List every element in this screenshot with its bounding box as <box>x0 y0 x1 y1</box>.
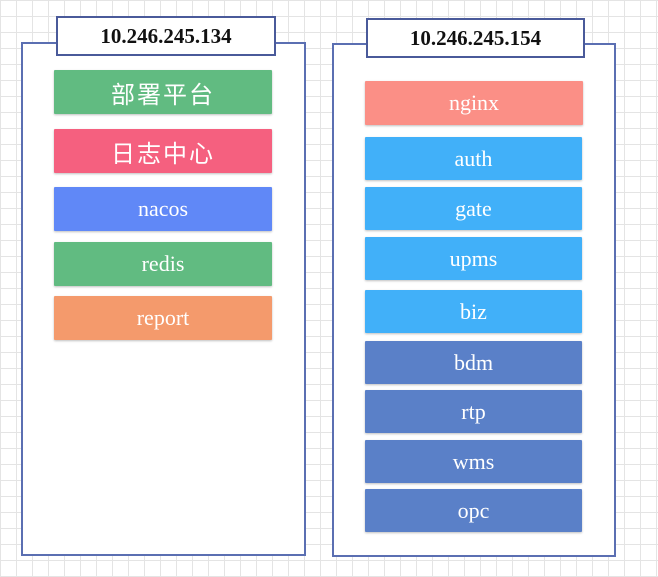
server-right-ip-label: 10.246.245.154 <box>366 18 585 58</box>
service-nacos: nacos <box>54 187 272 231</box>
service-opc: opc <box>365 489 582 532</box>
service-nginx: nginx <box>365 81 583 125</box>
server-left-ip-label: 10.246.245.134 <box>56 16 276 56</box>
service-upms: upms <box>365 237 582 280</box>
service-redis: redis <box>54 242 272 286</box>
service-rtp: rtp <box>365 390 582 433</box>
service-deploy-platform: 部署平台 <box>54 70 272 114</box>
service-log-center: 日志中心 <box>54 129 272 173</box>
service-bdm: bdm <box>365 341 582 384</box>
service-auth: auth <box>365 137 582 180</box>
service-wms: wms <box>365 440 582 483</box>
service-report: report <box>54 296 272 340</box>
service-biz: biz <box>365 290 582 333</box>
service-gate: gate <box>365 187 582 230</box>
